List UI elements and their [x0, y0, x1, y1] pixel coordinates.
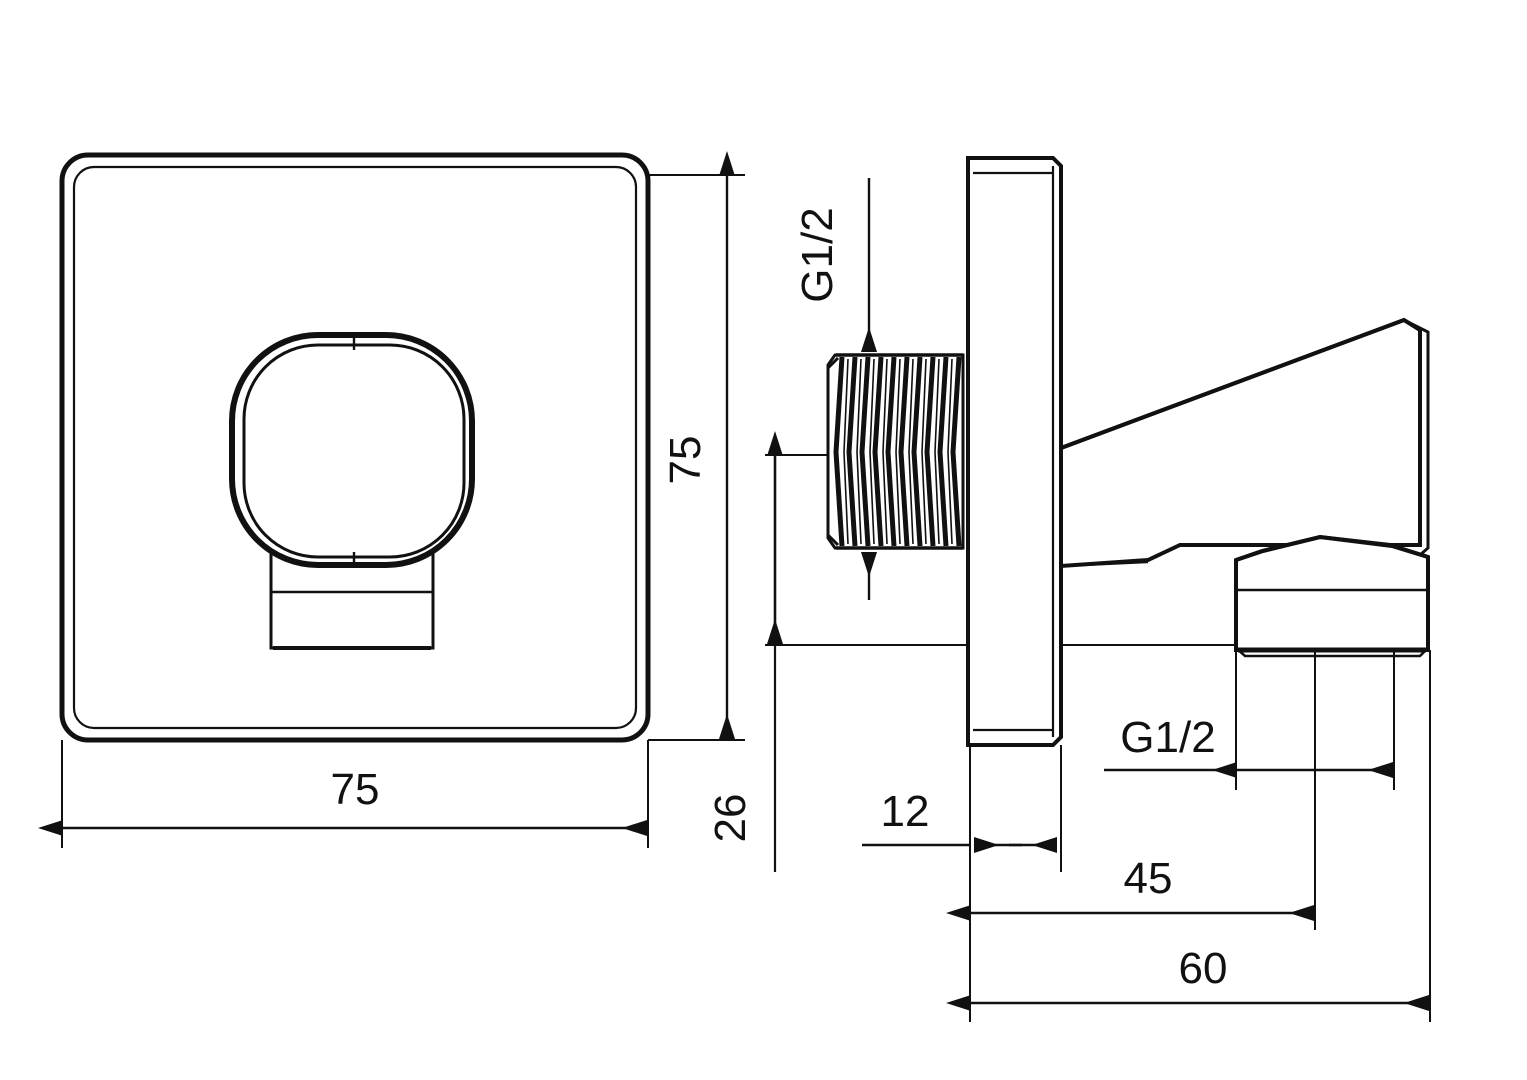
- dimension-label-60: 60: [1179, 944, 1228, 993]
- dimension-plate-height-75: 75: [648, 151, 745, 741]
- thread-root-group: [843, 358, 953, 545]
- spigot-profile: [1234, 534, 1430, 652]
- side-view-inlet-thread: [826, 353, 965, 550]
- dimension-label-45: 45: [1124, 854, 1173, 903]
- dimension-label-12: 12: [881, 787, 930, 836]
- thread-major-edges: [836, 353, 963, 550]
- dimension-label-26: 26: [706, 794, 755, 843]
- side-view-outlet-spigot: [1234, 534, 1430, 658]
- thread-crest-group: [833, 356, 962, 547]
- boss-face: [242, 343, 466, 559]
- dimension-outlet-g12: G1/2: [1104, 650, 1395, 810]
- dimension-thickness-12: 12: [862, 745, 1062, 872]
- dimension-label-g12-inlet: G1/2: [793, 207, 842, 302]
- front-view-outlet-boss: [229, 332, 475, 650]
- side-view-wall-plate: [966, 156, 1063, 747]
- thread-chamfer: [826, 356, 840, 547]
- dimension-total-60: 60: [946, 650, 1431, 1022]
- elbow-body-right-face: [1403, 318, 1430, 557]
- elbow-body-profile: [1059, 317, 1422, 569]
- dimension-label-75-horizontal: 75: [331, 765, 380, 814]
- dimension-distance-45: 45: [946, 810, 1316, 940]
- wall-plate-profile: [966, 156, 1063, 747]
- dimension-label-g12-outlet: G1/2: [1120, 713, 1215, 762]
- dimension-plate-width-75: 75: [38, 740, 649, 848]
- elbow-body-bottom-edge: [1060, 560, 1149, 568]
- elbow-body-top-edge: [1060, 318, 1405, 450]
- side-view-elbow-body: [1059, 317, 1430, 569]
- spigot-crown: [1235, 534, 1429, 562]
- callout-inlet-thread-g12: G1/2: [793, 178, 877, 600]
- plate-inner-edge: [72, 165, 638, 730]
- spigot-bottom-chamfer: [1235, 647, 1429, 658]
- dimension-label-75-vertical: 75: [661, 436, 710, 485]
